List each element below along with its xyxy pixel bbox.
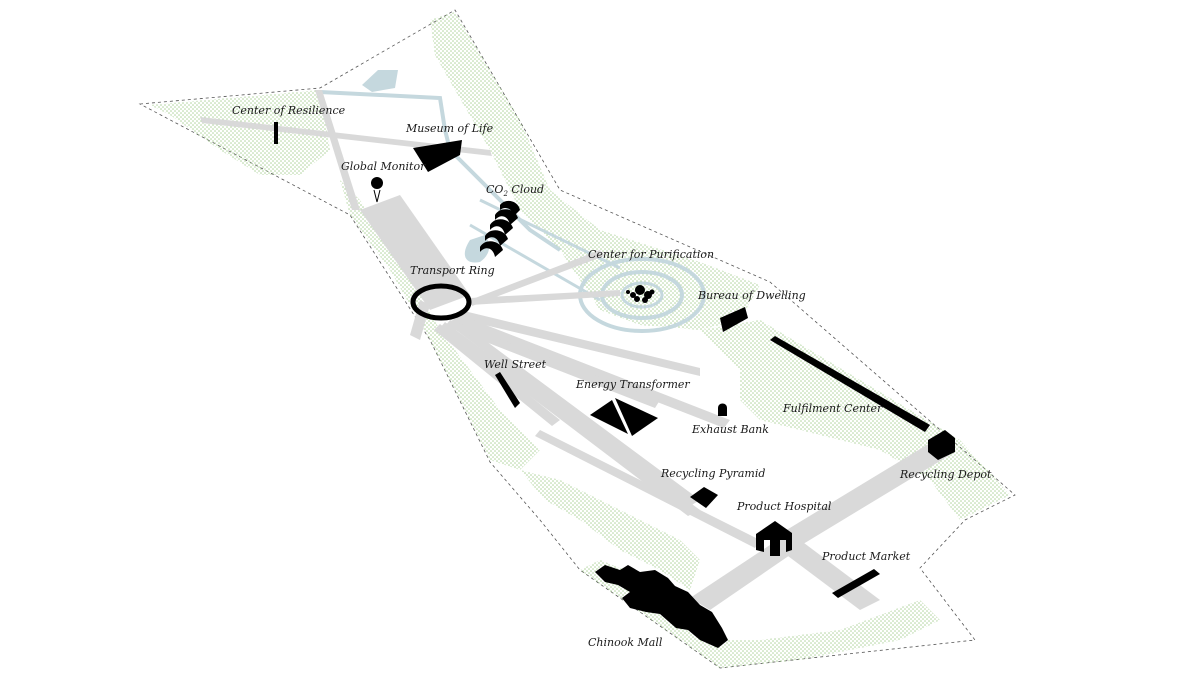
label-museum-of-life: Museum of Life [405,122,494,135]
green-areas [150,12,1010,668]
road-west [410,300,430,340]
road-mall [690,545,790,610]
roads [200,90,950,610]
label-well-street: Well Street [484,358,547,371]
purification-ring-inner [620,281,664,309]
product-hospital-building [756,521,792,556]
label-global-monitor: Global Monitor [341,160,426,173]
lake-inlet [464,235,490,263]
road-radial-2 [452,315,730,428]
product-market-building [832,569,880,598]
label-chinook-mall: Chinook Mall [588,636,663,649]
road-north-south [315,90,360,210]
global-monitor-pin [373,189,381,203]
green-area-north [430,12,760,330]
museum-of-life-building [413,140,462,172]
road-radial-4 [445,320,660,408]
label-exhaust-bank: Exhaust Bank [691,423,769,436]
purification-core [626,285,655,303]
green-area-south [580,560,940,668]
global-monitor-marker [371,177,383,189]
green-area-central [520,470,700,590]
bureau-of-dwelling-building [720,307,748,332]
road-resilience [200,117,492,156]
label-fulfilment-center: Fulfilment Center [782,402,883,415]
road-south [535,430,760,548]
label-product-market: Product Market [821,550,911,563]
label-co2-suffix: Cloud [508,183,544,196]
green-area-northwest [150,90,330,175]
label-product-hospital: Product Hospital [736,500,832,513]
label-center-of-resilience: Center of Resilience [232,104,346,117]
labels: Center of Resilience Museum of Life Glob… [232,104,992,649]
pond [362,70,398,92]
road-well-street [440,322,700,516]
transport-ring [410,283,472,321]
label-energy-transformer: Energy Transformer [575,378,690,391]
green-area-east [700,320,1010,520]
label-bureau-of-dwelling: Bureau of Dwelling [697,289,806,302]
water-channel-3 [469,223,601,302]
co2-cloud-structure [480,200,520,257]
road-radial-3 [448,318,700,506]
label-center-for-purification: Center for Purification [588,248,714,261]
chinook-mall-building [595,565,728,648]
well-street-building [495,372,520,408]
fulfilment-center-building [770,336,930,432]
road-market [780,540,880,610]
buildings [274,122,955,648]
recycling-pyramid-building [690,487,718,508]
energy-transformer-left [590,400,628,434]
road-radial-1 [455,310,700,376]
label-recycling-depot: Recycling Depot [899,468,992,481]
road-depot [770,440,950,555]
exhaust-bank-marker [718,403,727,416]
label-co2-prefix: CO [486,183,503,196]
road-main-diagonal [360,195,470,310]
label-co2-cloud: CO2 Cloud [486,183,544,198]
recycling-depot-building [928,430,955,460]
center-of-resilience-marker [274,122,278,144]
label-transport-ring: Transport Ring [410,264,495,277]
road-radial-7 [470,250,604,306]
energy-transformer-right [615,398,658,436]
label-co2-subscript: 2 [502,190,508,198]
label-recycling-pyramid: Recycling Pyramid [660,467,765,480]
road-to-purification [470,290,620,305]
